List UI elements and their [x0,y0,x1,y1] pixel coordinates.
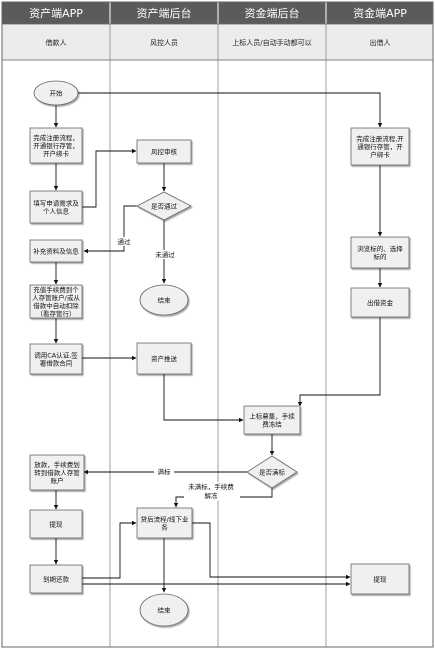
label-full: 满标 [158,467,172,476]
svg-text:未满标，手续费: 未满标，手续费 [188,482,234,491]
label-not-full: 未满标，手续费 解冻 [188,482,234,500]
node-invest: 出借资金 [350,287,410,318]
node-label: 务 [161,522,168,531]
edge-postloan-fund-withdraw [192,522,351,580]
node-label: 补充资料及信息 [33,246,79,255]
edge-labels: 通过 未通过 满标 未满标，手续费 解冻 [114,237,240,501]
node-label: 转到借款人存管 [34,468,80,477]
node-risk-review: 风控审核 [136,139,192,164]
node-label: 浏览标的、选择 [357,244,403,253]
node-label: 开户绑卡 [43,149,70,158]
node-label: 开通银行存管， [33,141,79,150]
node-withdraw-left: 提现 [29,509,83,539]
node-end-reject: 结束 [139,284,189,316]
node-full-q: 是否满标 [246,455,298,489]
label-not-passed: 未通过 [155,250,175,259]
lane-role-risk-officer: 风控人员 [150,38,178,47]
node-label: 署借款合同 [40,358,73,367]
node-label: 出借资金 [367,298,394,307]
node-end-final: 结束 [139,593,189,627]
edge-passed-supplement [83,205,137,254]
edge-push-list [163,374,244,423]
node-label: 填写申请需求及 [33,198,79,207]
node-label: 个人信息 [43,206,70,215]
lane-title-asset-app: 资产端APP [29,6,83,20]
node-label: 是否满标 [259,467,286,476]
lane-title-asset-backend: 资产端后台 [137,6,192,20]
node-label: 通银行存管，开 [357,142,403,151]
node-due-repay: 到期还款 [29,564,83,594]
node-register-right: 完成注册流程,开通银行存管，开户绑卡 [350,127,410,166]
node-label: 到期还款 [43,574,70,583]
node-label: 完成注册流程， [33,133,79,142]
node-label: 是否通过 [151,201,178,210]
node-label: 结束 [158,295,172,304]
node-label: 提现 [374,574,388,583]
edge-start-register-right [78,92,383,128]
node-label: 标的 [374,252,388,261]
node-label: 完成注册流程,开 [356,134,404,143]
node-label: 上标募集，手续 [249,411,295,420]
node-label: 风控审核 [151,147,178,156]
node-label: 资产推送 [151,354,178,363]
node-label: 账户 [51,476,64,485]
node-start: 开始 [33,80,79,106]
node-withdraw-right: 提现 [350,563,410,595]
lane-role-listing-staff: 上标人员/自动手动都可以 [232,38,311,47]
edge-apply-review [82,148,137,208]
flow-nodes: 开始完成注册流程，开通银行存管，开户绑卡填写申请需求及个人信息风控审核是否通过补… [29,80,410,627]
node-supplement: 补充资料及信息 [29,239,83,263]
node-label: 结束 [158,605,172,614]
edge-invest-list [297,317,381,407]
node-label: 户绑卡 [370,150,390,159]
node-label: 开始 [50,88,64,97]
node-label: 提现 [50,519,64,528]
node-label: 放款，手续费划 [34,460,80,469]
edge-repay-postloan [82,520,137,579]
node-label: 贷后流程/线下业 [141,514,189,523]
flow-edges [53,92,383,593]
lane-role-lender: 出借人 [370,38,391,47]
node-label: 借款中自动扣除 [33,301,79,310]
node-label: （看存管行） [37,309,76,318]
lane-title-fund-backend: 资金端后台 [245,6,300,20]
node-register-left: 完成注册流程，开通银行存管，开户绑卡 [29,127,83,164]
node-label: 调用CA认证,签 [34,350,78,359]
node-label: 充值手续费到个 [33,285,79,294]
svg-text:解冻: 解冻 [205,491,219,500]
lane-roles: 借款人 风控人员 上标人员/自动手动都可以 出借人 [1,23,434,61]
label-passed: 通过 [118,237,132,246]
lane-headers: 资产端APP 资产端后台 资金端后台 资金端APP [2,2,433,24]
lane-title-fund-app: 资金端APP [353,6,407,20]
node-asset-push: 资产推送 [136,342,192,375]
node-label: 费冻结 [262,419,282,428]
node-label: 人存管账户/或从 [32,293,80,302]
lane-role-borrower: 借款人 [46,38,67,47]
node-passed-q: 是否通过 [136,191,192,221]
